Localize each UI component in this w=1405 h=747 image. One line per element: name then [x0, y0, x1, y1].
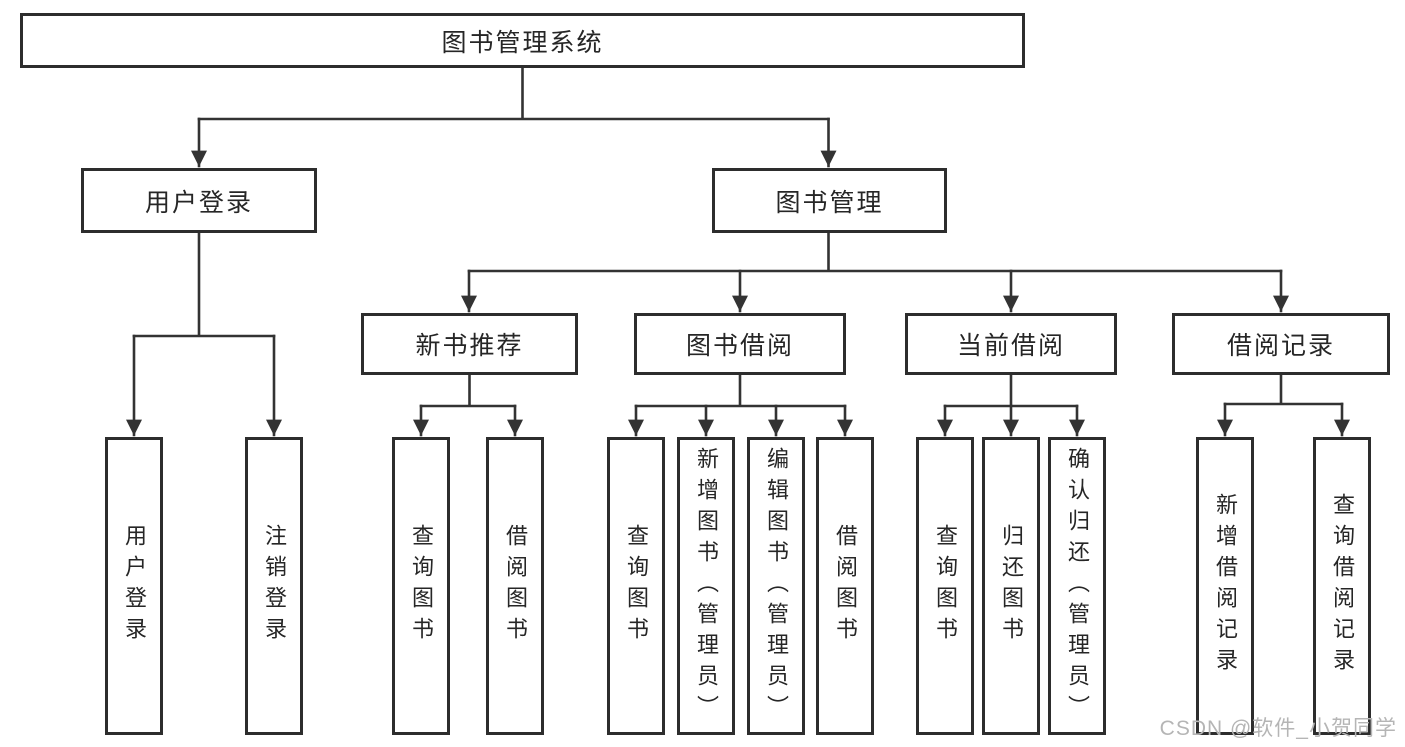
leaf-confirm-return-admin-label: 确认归还（管理员） — [1065, 446, 1090, 726]
leaf-borrow-books-label: 借阅图书 — [833, 524, 858, 648]
leaf-edit-books-admin: 编辑图书（管理员） — [747, 437, 805, 735]
leaf-user-login-label: 用户登录 — [122, 524, 147, 648]
leaf-confirm-return-admin: 确认归还（管理员） — [1048, 437, 1106, 735]
root-node-label: 图书管理系统 — [441, 28, 604, 57]
leaf-borrow-books-recommend-label: 借阅图书 — [503, 524, 528, 648]
root-node: 图书管理系统 — [20, 13, 1025, 68]
leaf-borrow-books: 借阅图书 — [816, 437, 874, 735]
node-borrowing-records-label: 借阅记录 — [1226, 332, 1335, 360]
node-book-borrowing-label: 图书借阅 — [685, 332, 794, 360]
leaf-add-borrow-record-label: 新增借阅记录 — [1213, 493, 1238, 679]
node-book-borrowing: 图书借阅 — [634, 313, 846, 375]
leaf-query-books-current-label: 查询图书 — [933, 524, 958, 648]
leaf-add-books-admin-label: 新增图书（管理员） — [694, 446, 719, 726]
leaf-borrow-books-recommend: 借阅图书 — [486, 437, 544, 735]
node-current-borrowing: 当前借阅 — [905, 313, 1117, 375]
node-user-login-group: 用户登录 — [81, 168, 317, 233]
leaf-query-books-borrowing-label: 查询图书 — [624, 524, 649, 648]
leaf-edit-books-admin-label: 编辑图书（管理员） — [764, 446, 789, 726]
node-new-book-recommend: 新书推荐 — [361, 313, 578, 375]
node-user-login-group-label: 用户登录 — [144, 188, 253, 217]
node-book-management-label: 图书管理 — [775, 188, 884, 217]
leaf-user-login: 用户登录 — [105, 437, 163, 735]
leaf-query-books-recommend-label: 查询图书 — [409, 524, 434, 648]
leaf-query-books-recommend: 查询图书 — [392, 437, 450, 735]
node-current-borrowing-label: 当前借阅 — [956, 332, 1065, 360]
leaf-logout-label: 注销登录 — [262, 524, 287, 648]
leaf-query-books-borrowing: 查询图书 — [607, 437, 665, 735]
leaf-query-borrow-record-label: 查询借阅记录 — [1330, 493, 1355, 679]
leaf-return-books: 归还图书 — [982, 437, 1040, 735]
leaf-add-borrow-record: 新增借阅记录 — [1196, 437, 1254, 735]
node-new-book-recommend-label: 新书推荐 — [415, 332, 524, 360]
leaf-query-borrow-record: 查询借阅记录 — [1313, 437, 1371, 735]
leaf-return-books-label: 归还图书 — [999, 524, 1024, 648]
leaf-add-books-admin: 新增图书（管理员） — [677, 437, 735, 735]
csdn-watermark: CSDN @软件_小贺同学 — [1159, 717, 1397, 740]
node-borrowing-records: 借阅记录 — [1172, 313, 1390, 375]
leaf-query-books-current: 查询图书 — [916, 437, 974, 735]
node-book-management: 图书管理 — [712, 168, 947, 233]
leaf-logout: 注销登录 — [245, 437, 303, 735]
